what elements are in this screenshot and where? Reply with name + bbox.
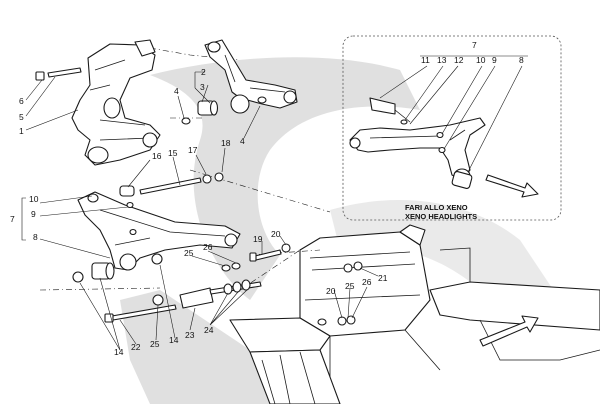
callout-5: 5 bbox=[19, 112, 24, 122]
callout-17: 17 bbox=[188, 145, 198, 155]
callout-14-a: 14 bbox=[114, 347, 124, 357]
callout-10: 10 bbox=[29, 194, 39, 204]
callout-25-a: 25 bbox=[184, 248, 194, 258]
callout-14-b: 14 bbox=[169, 335, 179, 345]
inset-callout-9: 9 bbox=[492, 55, 497, 65]
callout-26-b: 26 bbox=[362, 277, 372, 287]
callout-23: 23 bbox=[185, 330, 195, 340]
xeno-headlights-inset: 7 11 13 12 10 9 8 FARI ALLO XENO XENO HE… bbox=[342, 35, 562, 221]
callout-labels: 6 5 1 2 3 4 4 16 15 17 18 10 7 9 8 25 26… bbox=[10, 67, 388, 357]
inset-caption-italian: FARI ALLO XENO bbox=[405, 203, 468, 212]
callout-21: 21 bbox=[378, 273, 388, 283]
inset-callout-11: 11 bbox=[421, 55, 430, 65]
chassis-frame bbox=[229, 224, 600, 404]
callout-7: 7 bbox=[10, 214, 15, 224]
arrow-direction-icon bbox=[485, 174, 539, 198]
toe-link-parts bbox=[179, 243, 363, 326]
tie-rod-parts bbox=[119, 172, 224, 197]
callout-6: 6 bbox=[19, 96, 24, 106]
inset-callout-7: 7 bbox=[472, 40, 477, 50]
callout-18: 18 bbox=[221, 138, 231, 148]
inset-callout-12: 12 bbox=[454, 55, 464, 65]
callout-1: 1 bbox=[19, 126, 24, 136]
callout-20-a: 20 bbox=[271, 229, 281, 239]
callout-3: 3 bbox=[200, 82, 205, 92]
callout-26-a: 26 bbox=[203, 242, 213, 252]
callout-20-b: 20 bbox=[326, 286, 336, 296]
callout-25-b: 25 bbox=[150, 339, 160, 349]
callout-8: 8 bbox=[33, 232, 38, 242]
leader-lines bbox=[21, 71, 379, 351]
bushing-parts bbox=[181, 96, 267, 125]
hub-carrier bbox=[71, 39, 161, 166]
inset-callout-8: 8 bbox=[519, 55, 524, 65]
callout-15: 15 bbox=[168, 148, 178, 158]
upper-wishbone bbox=[204, 39, 298, 114]
inset-caption-english: XENO HEADLIGHTS bbox=[405, 212, 477, 221]
arrow-direction-icon bbox=[479, 315, 539, 347]
inset-callout-10: 10 bbox=[476, 55, 486, 65]
callout-22: 22 bbox=[131, 342, 141, 352]
callout-4-upper: 4 bbox=[174, 86, 179, 96]
callout-9: 9 bbox=[31, 209, 36, 219]
callout-19: 19 bbox=[253, 234, 263, 244]
callout-2: 2 bbox=[201, 67, 206, 77]
callout-24: 24 bbox=[204, 325, 214, 335]
callout-16: 16 bbox=[152, 151, 162, 161]
inset-callout-13: 13 bbox=[437, 55, 447, 65]
callout-4-lower: 4 bbox=[240, 136, 245, 146]
callout-25-c: 25 bbox=[345, 281, 355, 291]
inset-frame bbox=[342, 35, 562, 221]
bolt-5-6 bbox=[35, 67, 82, 81]
lower-bushing-parts bbox=[72, 253, 177, 323]
